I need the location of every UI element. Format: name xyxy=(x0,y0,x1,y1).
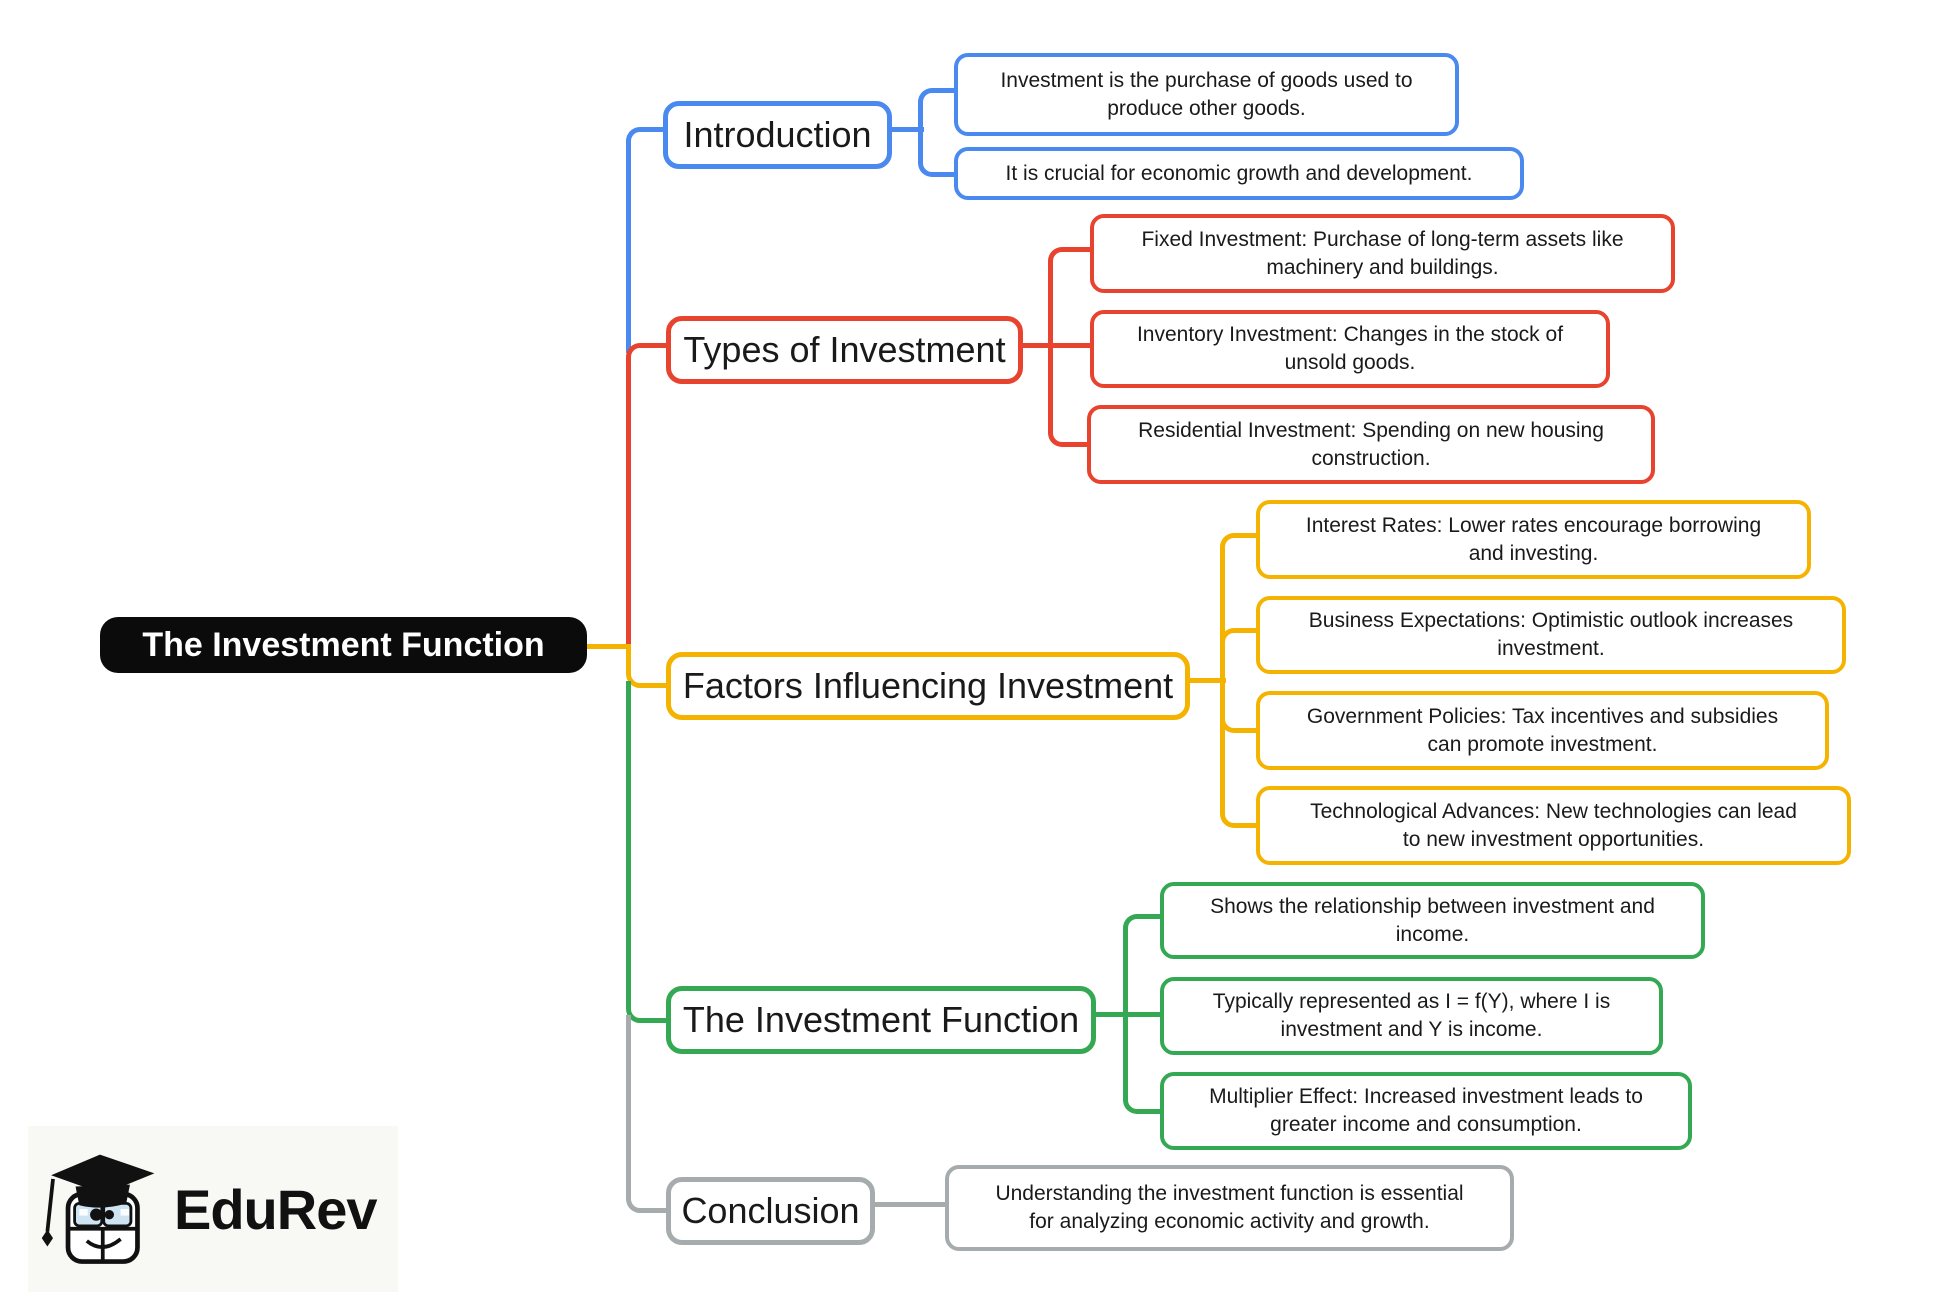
leaf-text: Business Expectations: Optimistic outloo… xyxy=(1308,609,1794,660)
link-factors-child0 xyxy=(1220,533,1265,688)
leaf-text: Understanding the investment function is… xyxy=(995,1182,1464,1233)
leaf-node: Shows the relationship between investmen… xyxy=(1160,882,1705,959)
leaf-text: Inventory Investment: Changes in the sto… xyxy=(1136,323,1564,374)
root-connector xyxy=(583,644,631,649)
branch-label: Conclusion xyxy=(681,1190,860,1231)
edurev-logo: EduRev xyxy=(28,1126,398,1292)
leaf-text: Fixed Investment: Purchase of long-term … xyxy=(1141,227,1624,279)
root-label: The Investment Function xyxy=(142,625,545,664)
branch-stub-conclusion xyxy=(861,1202,949,1207)
branch-stub-factors xyxy=(1176,678,1226,683)
trunk-segment-introduction xyxy=(626,127,673,353)
leaf-text: It is crucial for economic growth and de… xyxy=(1005,161,1473,185)
link-factors-child3 xyxy=(1220,678,1265,828)
link-introduction-child1 xyxy=(918,127,961,177)
leaf-node: Interest Rates: Lower rates encourage bo… xyxy=(1256,500,1811,579)
trunk-segment-conclusion xyxy=(626,1015,673,1213)
leaf-text: Government Policies: Tax incentives and … xyxy=(1306,704,1779,756)
leaf-node: Business Expectations: Optimistic outloo… xyxy=(1256,596,1846,674)
trunk-segment-types xyxy=(626,343,673,651)
leaf-node: It is crucial for economic growth and de… xyxy=(954,147,1524,200)
edurev-brand-text: EduRev xyxy=(174,1177,377,1241)
branch-label: Factors Influencing Investment xyxy=(682,665,1174,706)
link-function-child2 xyxy=(1123,1012,1168,1114)
leaf-text: Typically represented as I = f(Y), where… xyxy=(1212,990,1611,1041)
leaf-node: Typically represented as I = f(Y), where… xyxy=(1160,977,1663,1055)
edurev-mascot-icon xyxy=(41,1154,155,1264)
link-types-child2 xyxy=(1048,343,1097,447)
link-introduction-child0 xyxy=(918,88,961,137)
leaf-node: Fixed Investment: Purchase of long-term … xyxy=(1090,214,1675,293)
leaf-node: Technological Advances: New technologies… xyxy=(1256,786,1851,865)
link-function-child0 xyxy=(1123,914,1168,1020)
leaf-text: Technological Advances: New technologies… xyxy=(1310,799,1797,851)
leaf-node: Investment is the purchase of goods used… xyxy=(954,53,1459,136)
branch-label: Introduction xyxy=(683,114,872,155)
leaf-node: Residential Investment: Spending on new … xyxy=(1087,405,1655,484)
leaf-node: Government Policies: Tax incentives and … xyxy=(1256,691,1829,770)
leaf-text: Multiplier Effect: Increased investment … xyxy=(1209,1085,1643,1136)
branch-node-function: The Investment Function xyxy=(666,986,1096,1054)
trunk-segment-factors xyxy=(626,646,673,688)
root-node: The Investment Function xyxy=(100,617,587,673)
trunk-segment-function xyxy=(626,681,673,1023)
leaf-node: Understanding the investment function is… xyxy=(945,1165,1514,1251)
leaf-text: Shows the relationship between investmen… xyxy=(1210,894,1655,946)
branch-label: Types of Investment xyxy=(683,329,1006,370)
leaf-node: Inventory Investment: Changes in the sto… xyxy=(1090,310,1610,388)
link-types-child0 xyxy=(1048,247,1097,353)
branch-stub-introduction xyxy=(878,127,924,132)
branch-node-conclusion: Conclusion xyxy=(666,1177,875,1245)
branch-node-introduction: Introduction xyxy=(663,101,892,169)
branch-node-factors: Factors Influencing Investment xyxy=(666,652,1190,720)
branch-node-types: Types of Investment xyxy=(666,316,1023,384)
link-factors-child1 xyxy=(1220,628,1265,688)
branch-label: The Investment Function xyxy=(682,999,1080,1040)
leaf-text: Residential Investment: Spending on new … xyxy=(1138,418,1604,470)
leaf-text: Interest Rates: Lower rates encourage bo… xyxy=(1305,513,1762,565)
leaf-node: Multiplier Effect: Increased investment … xyxy=(1160,1072,1692,1150)
leaf-text: Investment is the purchase of goods used… xyxy=(1000,68,1413,120)
